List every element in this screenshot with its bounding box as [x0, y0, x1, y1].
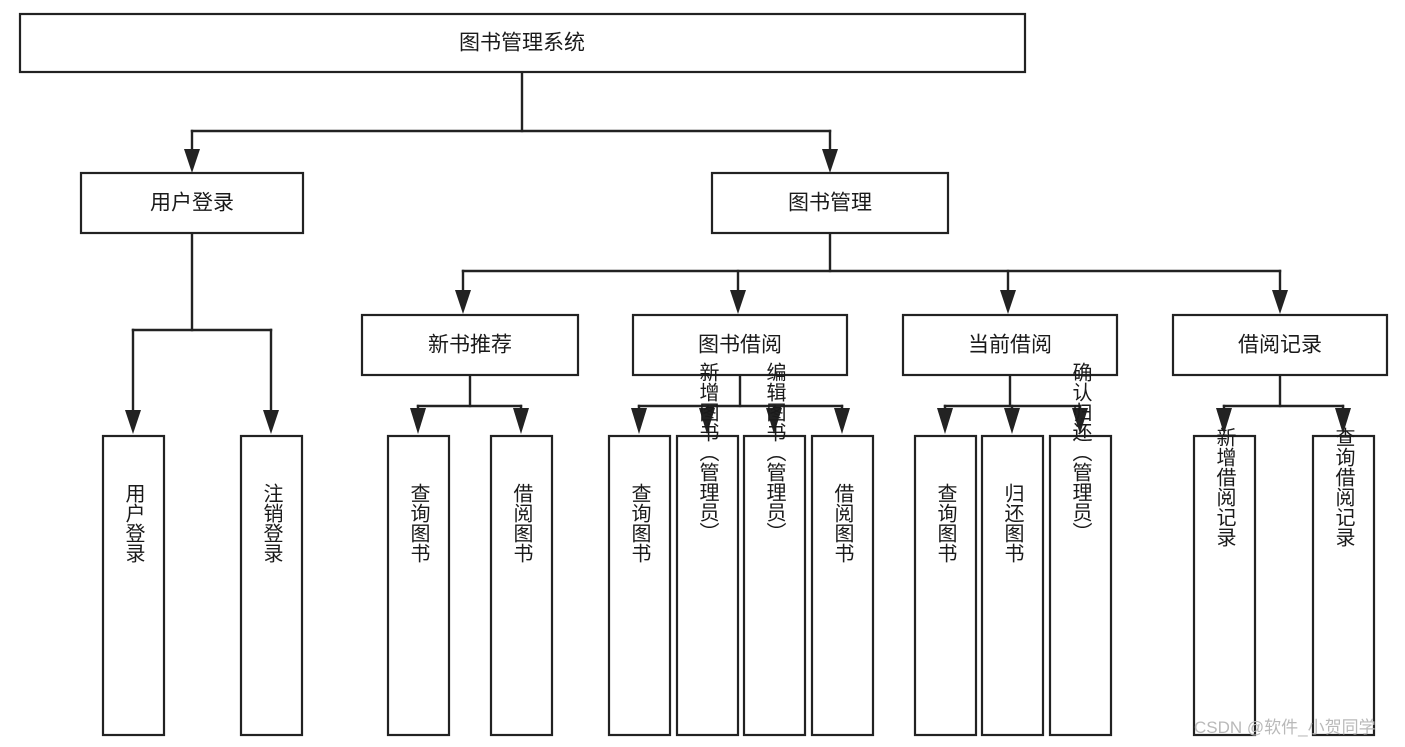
leaf-node[interactable]: 借阅图书 — [810, 434, 875, 737]
node-root-box[interactable] — [18, 12, 1027, 74]
arrow-leaf-bookborrow-1 — [699, 408, 715, 434]
leaf-bookborrow-3-box[interactable] — [810, 434, 875, 737]
node-user-login-label: 用户登录 — [150, 192, 234, 215]
arrow-leaf-borrowrecord-0 — [1216, 408, 1232, 434]
node-current-borrow-label: 当前借阅 — [968, 334, 1052, 357]
leaf-borrowrecord-0-box[interactable] — [1192, 434, 1257, 737]
leaf-node[interactable]: 编辑图书（管理员） — [742, 362, 807, 737]
leaf-node[interactable]: 借阅图书 — [489, 434, 554, 737]
arrow-leaf-bookborrow-2 — [766, 408, 782, 434]
node-borrow-record-box[interactable] — [1171, 313, 1389, 377]
leaf-bookborrow-3-label: 借阅图书 — [831, 483, 854, 563]
node-book-management-label: 图书管理 — [788, 192, 872, 215]
arrow-leaf-currentborrow-1 — [1004, 408, 1020, 434]
leaf-user-login-0-box[interactable] — [101, 434, 166, 737]
arrow-leaf-user-login-0 — [125, 410, 141, 434]
arrow-to-new-book — [455, 290, 471, 314]
leaf-node[interactable]: 新增图书（管理员） — [675, 362, 740, 737]
leaf-node[interactable]: 确认归还（管理员） — [1048, 362, 1113, 737]
node-borrow-record-label: 借阅记录 — [1238, 334, 1322, 357]
leaf-borrowrecord-1-box[interactable] — [1311, 434, 1376, 737]
arrow-to-current-borrow — [1000, 290, 1016, 314]
leaf-node[interactable]: 用户登录 — [101, 434, 166, 737]
node-book-borrow[interactable]: 图书借阅 — [631, 313, 849, 377]
leaf-node[interactable]: 注销登录 — [239, 434, 304, 737]
leaf-newbook-0-label: 查询图书 — [407, 483, 430, 563]
arrow-leaf-currentborrow-2 — [1072, 408, 1088, 434]
leaf-currentborrow-0-box[interactable] — [913, 434, 978, 737]
arrow-to-book-borrow — [730, 290, 746, 314]
leaf-user-login-1-label: 注销登录 — [260, 483, 283, 563]
node-book-borrow-box[interactable] — [631, 313, 849, 377]
leaf-bookborrow-0-label: 查询图书 — [628, 483, 651, 563]
leaf-currentborrow-1-box[interactable] — [980, 434, 1045, 737]
leaf-currentborrow-2-box[interactable] — [1048, 434, 1113, 737]
node-root[interactable]: 图书管理系统 — [18, 12, 1027, 74]
leaf-user-login-0-label: 用户登录 — [122, 483, 145, 563]
leaf-node[interactable]: 查询图书 — [386, 434, 451, 737]
node-new-book-recommend[interactable]: 新书推荐 — [360, 313, 580, 377]
arrow-leaf-currentborrow-0 — [937, 408, 953, 434]
leaf-bookborrow-2-label: 编辑图书（管理员） — [763, 362, 786, 542]
leaf-currentborrow-2-label: 确认归还（管理员） — [1069, 362, 1092, 542]
arrow-leaf-bookborrow-3 — [834, 408, 850, 434]
node-new-book-recommend-box[interactable] — [360, 313, 580, 377]
leaf-bookborrow-2-box[interactable] — [742, 434, 807, 737]
arrow-leaf-newbook-0 — [410, 408, 426, 434]
leaf-bookborrow-0-box[interactable] — [607, 434, 672, 737]
arrow-leaf-user-login-1 — [263, 410, 279, 434]
node-book-borrow-label: 图书借阅 — [698, 334, 782, 357]
leaf-bookborrow-1-label: 新增图书（管理员） — [696, 362, 719, 542]
arrow-leaf-borrowrecord-1 — [1335, 408, 1351, 434]
leaf-node[interactable]: 查询借阅记录 — [1311, 427, 1376, 737]
arrow-leaf-newbook-1 — [513, 408, 529, 434]
leaf-node[interactable]: 归还图书 — [980, 434, 1045, 737]
leaf-node[interactable]: 查询图书 — [913, 434, 978, 737]
leaf-currentborrow-1-label: 归还图书 — [1001, 483, 1024, 563]
leaf-newbook-1-label: 借阅图书 — [510, 483, 533, 563]
node-current-borrow-box[interactable] — [901, 313, 1119, 377]
leaf-newbook-1-box[interactable] — [489, 434, 554, 737]
node-current-borrow[interactable]: 当前借阅 — [901, 313, 1119, 377]
arrow-to-user-login — [184, 149, 200, 173]
leaf-borrowrecord-0-label: 新增借阅记录 — [1213, 427, 1236, 547]
arrow-to-book-mgmt — [822, 149, 838, 173]
node-new-book-recommend-label: 新书推荐 — [428, 334, 512, 357]
leaf-currentborrow-0-label: 查询图书 — [934, 483, 957, 563]
node-user-login-box[interactable] — [79, 171, 305, 235]
leaf-node[interactable]: 查询图书 — [607, 434, 672, 737]
leaf-newbook-0-box[interactable] — [386, 434, 451, 737]
leaf-borrowrecord-1-label: 查询借阅记录 — [1332, 427, 1355, 547]
leaf-node[interactable]: 新增借阅记录 — [1192, 427, 1257, 737]
leaf-user-login-1-box[interactable] — [239, 434, 304, 737]
node-borrow-record[interactable]: 借阅记录 — [1171, 313, 1389, 377]
arrow-leaf-bookborrow-0 — [631, 408, 647, 434]
node-book-management-box[interactable] — [710, 171, 950, 235]
node-user-login[interactable]: 用户登录 — [79, 171, 305, 235]
arrow-to-borrow-record — [1272, 290, 1288, 314]
node-root-label: 图书管理系统 — [459, 32, 585, 55]
leaf-bookborrow-1-box[interactable] — [675, 434, 740, 737]
connector-layer — [125, 70, 1351, 434]
csdn-watermark: CSDN @软件_小贺同学 — [1194, 718, 1376, 737]
node-book-management[interactable]: 图书管理 — [710, 171, 950, 235]
